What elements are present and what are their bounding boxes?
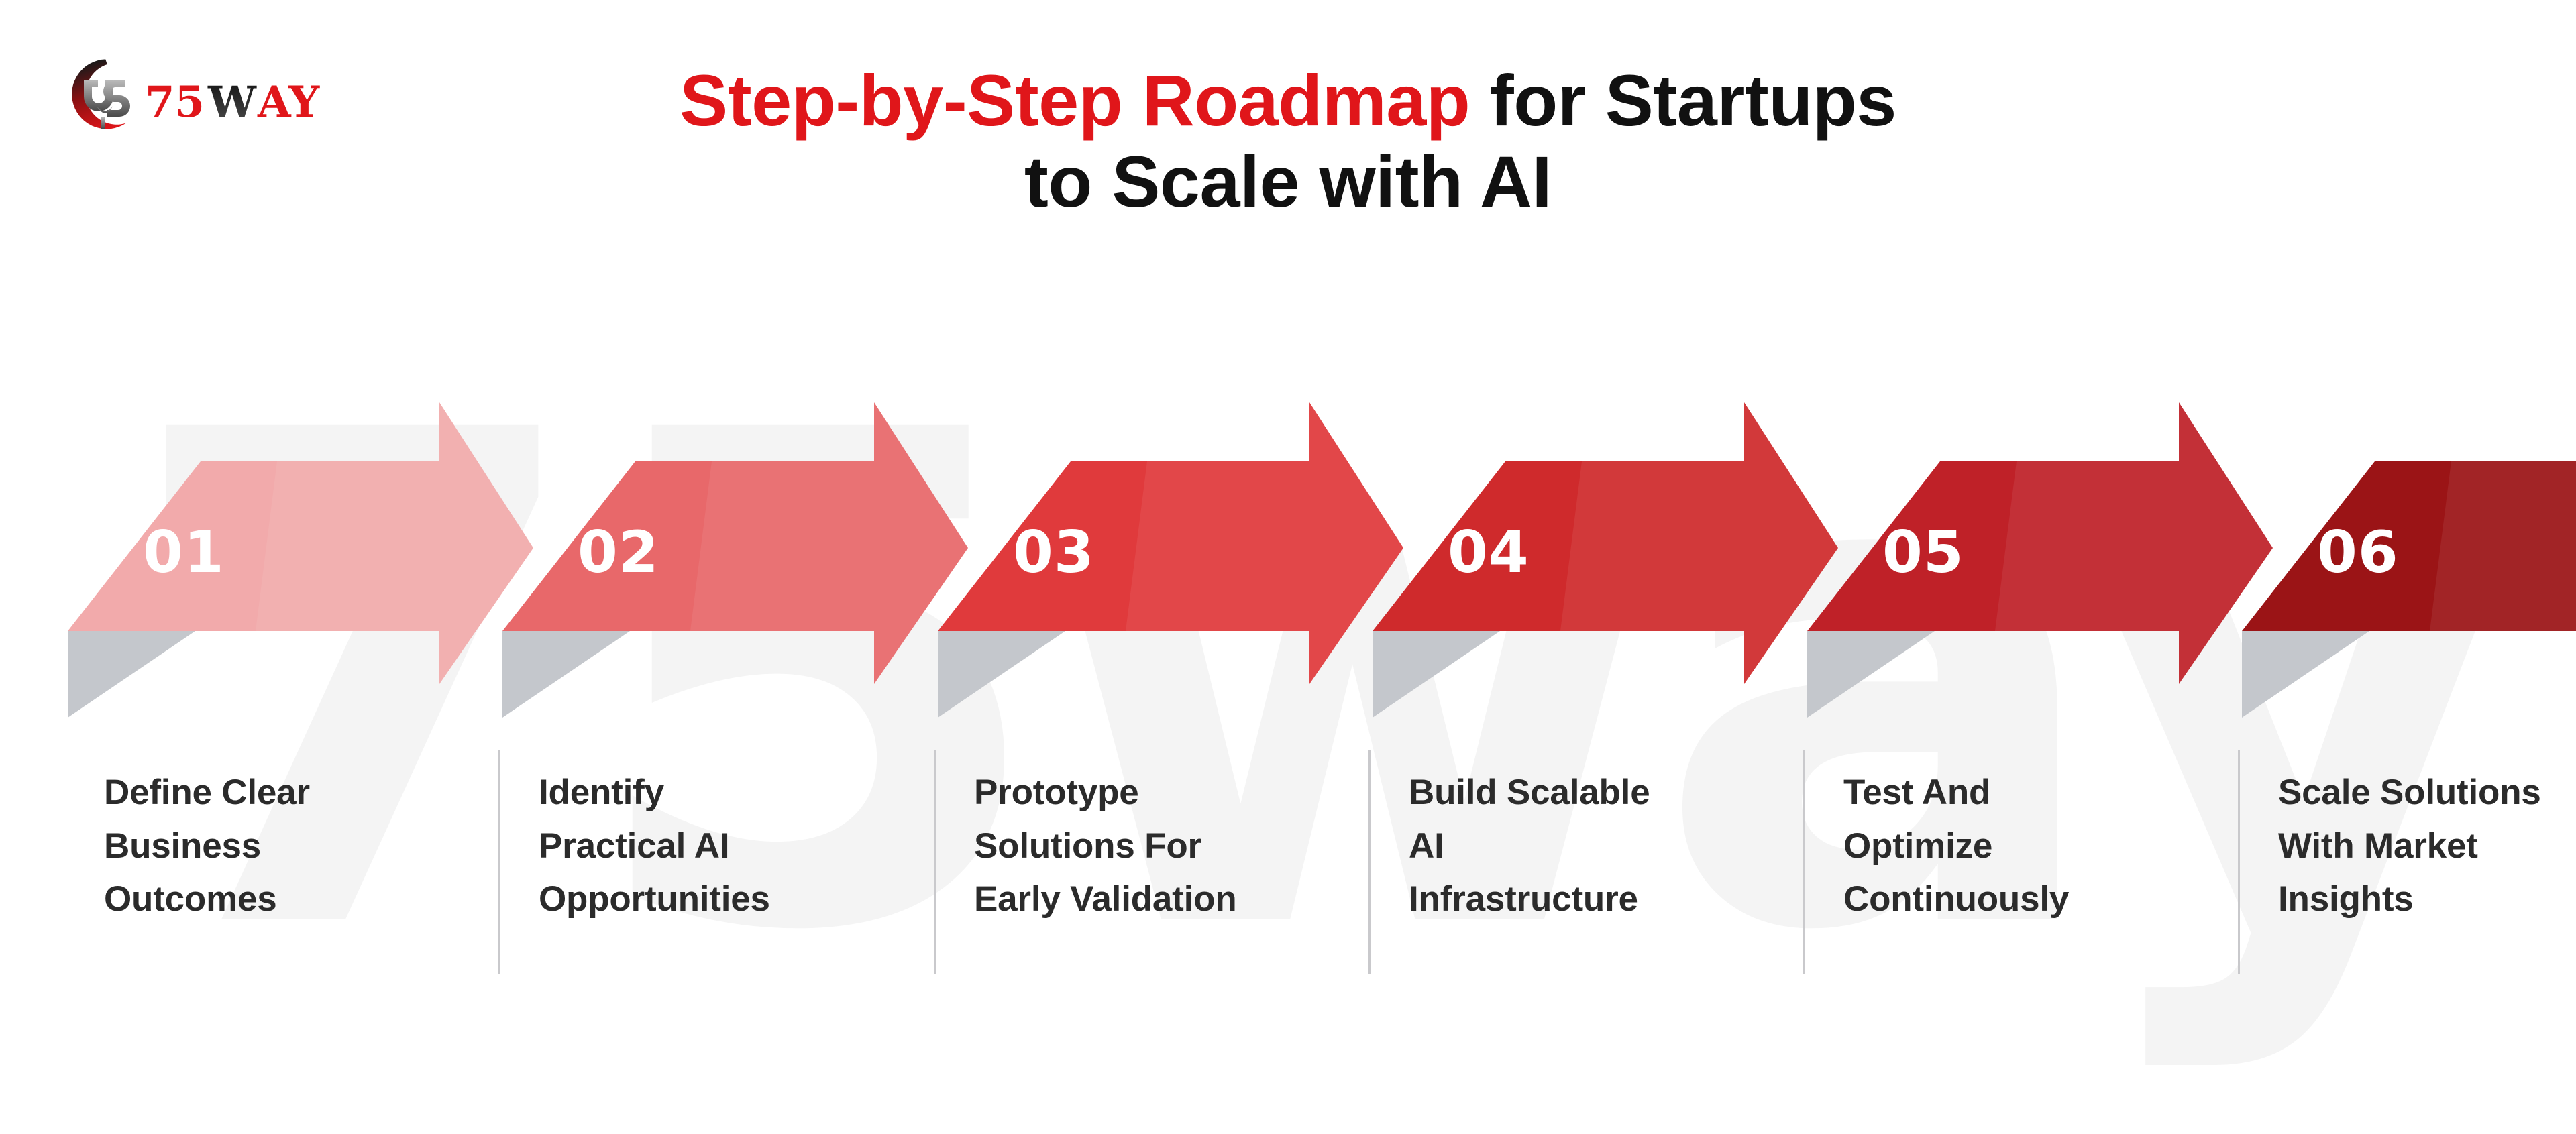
logo-crescent-icon: [72, 59, 127, 129]
arrow-fold-corner: [938, 631, 1065, 718]
step-arrow-04: 04: [1368, 402, 1838, 718]
step-arrow-02: 02: [498, 402, 968, 718]
logo-w-mark-icon: [84, 80, 130, 129]
step-divider: [2238, 750, 2240, 974]
logo-text-75: 75: [145, 77, 205, 127]
arrow-shape: [502, 402, 968, 684]
title-rest-text: for Startups: [1470, 60, 1897, 141]
arrow-fold-corner: [502, 631, 630, 718]
caption-line: Business: [104, 826, 262, 866]
page-title: Step-by-Step Roadmap for Startups to Sca…: [510, 60, 2066, 223]
step-arrow-01: 01: [64, 402, 533, 718]
caption-line: Insights: [2278, 879, 2414, 919]
caption-line: Prototype: [974, 773, 1139, 812]
arrow-fold-corner: [1373, 631, 1500, 718]
arrow-shape: [1807, 402, 2273, 684]
step-divider: [1803, 750, 1805, 974]
caption-line: Test And: [1843, 773, 1991, 812]
step-arrow-03: 03: [934, 402, 1403, 718]
arrow-shape: [68, 402, 533, 684]
caption-line: Identify: [539, 773, 664, 812]
logo-text-w: W: [207, 77, 257, 127]
caption-line: Practical AI: [539, 826, 730, 866]
arrow-shape: [938, 402, 1403, 684]
step-arrow-05: 05: [1803, 402, 2273, 718]
arrow-shape: [2242, 461, 2576, 631]
arrow-fold-corner: [1807, 631, 1935, 718]
caption-line: With Market: [2278, 826, 2478, 866]
caption-line: Solutions For: [974, 826, 1201, 866]
title-line-2: to Scale with AI: [1024, 140, 1552, 222]
arrow-highlight-band: [2430, 461, 2576, 631]
arrow-fold-corner: [68, 631, 195, 718]
arrow-highlight-band: [1560, 402, 1838, 684]
caption-line: Build Scalable: [1409, 773, 1650, 812]
arrow-shape: [1373, 402, 1838, 684]
step-arrow-06: 06: [2238, 402, 2576, 718]
title-accent-text: Step-by-Step Roadmap: [680, 60, 1470, 141]
caption-line: Optimize: [1843, 826, 1993, 866]
logo-text-ay: AY: [257, 77, 320, 127]
caption-line: Opportunities: [539, 879, 770, 919]
step-divider: [1368, 750, 1371, 974]
caption-line: Define Clear: [104, 773, 310, 812]
title-line-1: Step-by-Step Roadmap for Startups: [510, 60, 2066, 141]
caption-line: Outcomes: [104, 879, 277, 919]
caption-line: AI: [1409, 826, 1444, 866]
caption-line: Scale Solutions: [2278, 773, 2541, 812]
caption-line: Continuously: [1843, 879, 2070, 919]
arrow-highlight-band: [1126, 402, 1403, 684]
arrow-highlight-band: [690, 402, 968, 684]
arrow-highlight-band: [1995, 402, 2273, 684]
step-divider: [934, 750, 936, 974]
arrow-fold-corner: [2242, 631, 2369, 718]
brand-logo[interactable]: 75 W AY: [52, 55, 341, 139]
step-divider: [498, 750, 500, 974]
caption-line: Early Validation: [974, 879, 1237, 919]
caption-line: Infrastructure: [1409, 879, 1638, 919]
arrow-highlight-band: [256, 402, 533, 684]
